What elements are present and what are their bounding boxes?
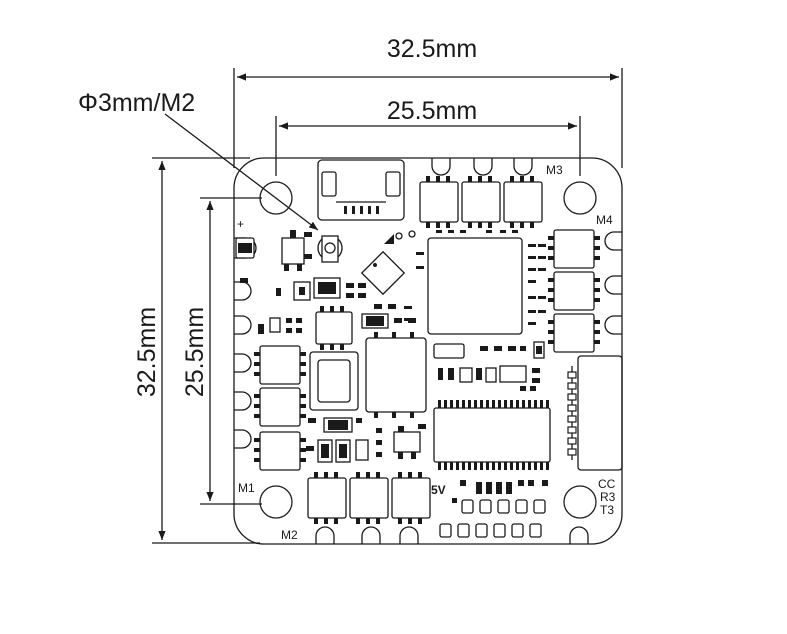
mounting-hole-top-left xyxy=(259,181,293,215)
t3-label: T3 xyxy=(600,503,614,517)
chip-pin xyxy=(546,462,549,470)
chip-pin xyxy=(534,462,537,470)
right-mosfets xyxy=(548,229,600,353)
dimension-inner-width: 25.5mm xyxy=(275,97,581,176)
chip-pin xyxy=(504,462,507,470)
chip-pin xyxy=(528,462,531,470)
outer-height-label: 32.5mm xyxy=(133,307,161,397)
chip-pin xyxy=(480,462,483,470)
connector-pin xyxy=(567,393,577,401)
board-labels: M3 M4 M1 M2 CC R3 T3 xyxy=(238,163,616,542)
chip-pin xyxy=(492,400,495,408)
chip-pin xyxy=(468,400,471,408)
mounting-hole-top-right xyxy=(563,181,597,215)
chip-pin xyxy=(486,400,489,408)
outer-width-label: 32.5mm xyxy=(387,35,477,63)
chip-pin xyxy=(534,400,537,408)
mid-right-components xyxy=(433,341,545,391)
dimension-inner-height: 25.5mm xyxy=(181,197,262,505)
connector-pin xyxy=(567,371,577,379)
chip-pin xyxy=(522,400,525,408)
m1-label: M1 xyxy=(238,481,255,495)
chip-pin xyxy=(504,400,507,408)
m4-label: M4 xyxy=(596,213,613,227)
gyro-chip xyxy=(360,250,406,296)
chip-pin xyxy=(438,400,441,408)
top-mosfets xyxy=(419,176,543,228)
connector-pin xyxy=(567,415,577,423)
chip-pin xyxy=(456,462,459,470)
chip-pin xyxy=(498,400,501,408)
chip-pin xyxy=(510,400,513,408)
bottom-edge-pads xyxy=(315,526,589,544)
connector-pin xyxy=(567,404,577,412)
plus-label: + xyxy=(237,217,244,231)
chip-pin xyxy=(450,400,453,408)
five-volt-label: 5V xyxy=(431,483,446,497)
power-section xyxy=(309,332,427,418)
hole-callout: Φ3mm/M2 xyxy=(78,89,319,231)
chip-pin xyxy=(468,462,471,470)
hole-spec-label: Φ3mm/M2 xyxy=(78,89,195,117)
mounting-hole-bottom-right xyxy=(563,485,597,519)
chip-pin xyxy=(546,400,549,408)
chip-pin xyxy=(462,400,465,408)
left-edge-pads xyxy=(234,237,257,449)
bottom-pad-row: 5V xyxy=(431,480,548,538)
chip-pin xyxy=(486,462,489,470)
connector-pin xyxy=(567,382,577,390)
inner-height-label: 25.5mm xyxy=(181,307,209,397)
mid-left-components xyxy=(258,304,416,350)
dimension-outer-height: 32.5mm xyxy=(133,157,260,544)
lower-left-components xyxy=(306,417,426,463)
chip-pin xyxy=(540,462,543,470)
chip-pin xyxy=(516,400,519,408)
chip-pin xyxy=(438,462,441,470)
chip-pin xyxy=(528,400,531,408)
chip-pin xyxy=(522,462,525,470)
chip-pin xyxy=(450,462,453,470)
inner-width-label: 25.5mm xyxy=(387,97,477,125)
side-connector xyxy=(567,355,623,471)
dimension-outer-width: 32.5mm xyxy=(233,35,623,168)
chip-pin xyxy=(456,400,459,408)
cc-label: CC xyxy=(598,477,616,491)
chip-pin xyxy=(474,462,477,470)
chip-pin xyxy=(474,400,477,408)
chip-pin xyxy=(492,462,495,470)
connector-pin xyxy=(567,437,577,445)
chip-pin xyxy=(480,400,483,408)
left-mosfets xyxy=(254,345,306,471)
chip-pin xyxy=(462,462,465,470)
esc-chip xyxy=(433,400,551,470)
chip-pin xyxy=(444,400,447,408)
connector-pin xyxy=(567,448,577,456)
mcu-chip xyxy=(404,230,546,335)
right-edge-pads xyxy=(604,231,622,335)
connector-pin xyxy=(567,426,577,434)
board-outline xyxy=(233,157,623,545)
mounting-holes xyxy=(259,181,597,519)
r3-label: R3 xyxy=(600,490,616,504)
chip-pin xyxy=(444,462,447,470)
chip-pin xyxy=(540,400,543,408)
bottom-mosfets xyxy=(307,472,431,524)
chip-pin xyxy=(516,462,519,470)
mounting-hole-bottom-left xyxy=(259,485,293,519)
top-edge-pads xyxy=(431,158,533,176)
left-top-components: + xyxy=(235,217,416,301)
chip-pin xyxy=(510,462,513,470)
usb-connector xyxy=(317,159,405,221)
m2-label: M2 xyxy=(281,528,298,542)
m3-label: M3 xyxy=(546,163,563,177)
chip-pin xyxy=(498,462,501,470)
